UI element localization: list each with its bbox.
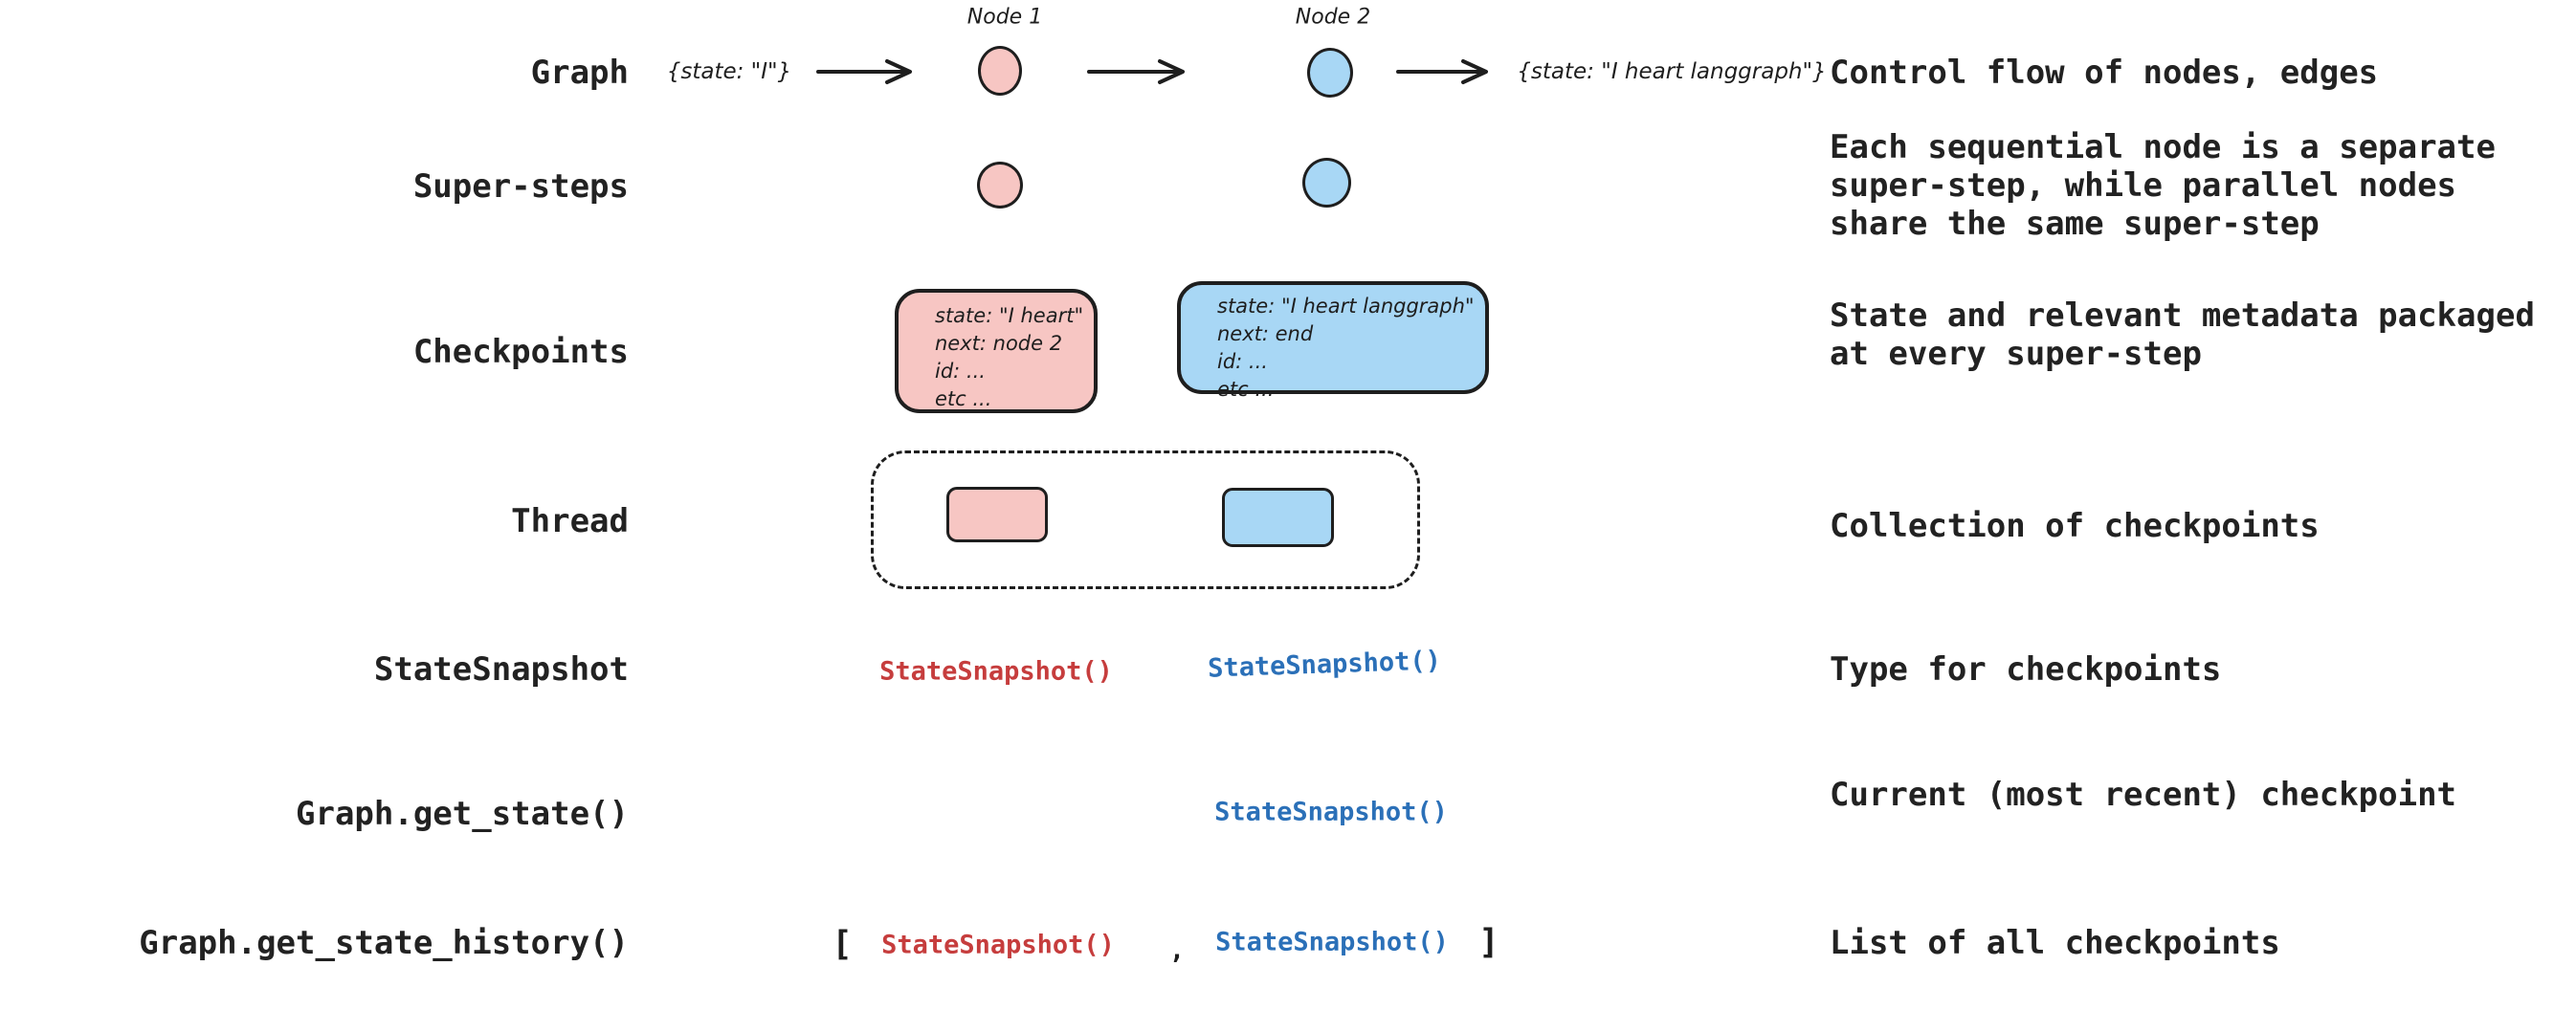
checkpoint-field: state: "I heart" (935, 304, 1084, 327)
checkpoints-description-line: at every super-step (1830, 335, 2202, 373)
close-bracket: ] (1478, 922, 1499, 962)
statesnapshot-description: Type for checkpoints (1830, 650, 2222, 689)
row-label-statesnapshot: StateSnapshot (373, 650, 629, 689)
checkpoint-field: next: end (1217, 322, 1314, 345)
pink-checkpoint-box: state: "I heart" next: node 2 id: ... et… (895, 289, 1098, 413)
checkpoint-field: etc ... (935, 387, 992, 410)
node1-circle (978, 46, 1022, 96)
row-label-get-state: Graph.get_state() (296, 795, 629, 833)
flow-arrow-icon (1396, 59, 1488, 84)
row-label-checkpoints: Checkpoints (412, 333, 629, 371)
open-bracket: [ (832, 924, 853, 964)
superstep2-circle (1302, 158, 1351, 208)
checkpoint-field: state: "I heart langgraph" (1217, 295, 1475, 318)
checkpoint-field: id: ... (1217, 350, 1268, 373)
flow-arrow-icon (816, 59, 912, 84)
checkpoints-description-line: State and relevant metadata packaged (1830, 296, 2535, 335)
statesnapshot-red-code: StateSnapshot() (879, 656, 1113, 687)
thread-description: Collection of checkpoints (1830, 507, 2320, 545)
row-label-graph: Graph (530, 54, 629, 92)
node2-circle (1307, 48, 1353, 98)
node2-label: Node 2 (1295, 5, 1371, 30)
statesnapshot-blue-code: StateSnapshot() (1207, 646, 1442, 684)
checkpoint-field: etc ... (1217, 378, 1275, 401)
get-state-description: Current (most recent) checkpoint (1830, 776, 2457, 814)
supersteps-description-line: super-step, while parallel nodes (1830, 166, 2457, 205)
checkpoints-description: State and relevant metadata packaged at … (1830, 296, 2535, 373)
checkpoint-field: next: node 2 (935, 332, 1063, 355)
get-state-history-description: List of all checkpoints (1830, 924, 2280, 962)
output-state-annotation: {state: "I heart langgraph"} (1517, 59, 1827, 84)
get-state-code: StateSnapshot() (1214, 797, 1448, 827)
row-label-get-state-history: Graph.get_state_history() (139, 924, 629, 962)
graph-description: Control flow of nodes, edges (1830, 54, 2379, 92)
history-blue-code: StateSnapshot() (1215, 927, 1449, 957)
thread-blue-checkpoint (1222, 488, 1334, 547)
row-label-supersteps: Super-steps (412, 167, 629, 206)
superstep1-circle (977, 162, 1023, 209)
thread-pink-checkpoint (946, 487, 1048, 542)
checkpoint-field: id: ... (935, 360, 986, 383)
supersteps-description-line: Each sequential node is a separate (1830, 128, 2496, 166)
input-state-annotation: {state: "I"} (666, 59, 792, 84)
supersteps-description-line: share the same super-step (1830, 205, 2320, 243)
thread-container-box (871, 450, 1420, 589)
row-label-thread: Thread (511, 502, 629, 540)
supersteps-description: Each sequential node is a separate super… (1830, 128, 2496, 243)
history-red-code: StateSnapshot() (881, 930, 1115, 960)
flow-arrow-icon (1087, 59, 1185, 84)
blue-checkpoint-box: state: "I heart langgraph" next: end id:… (1177, 281, 1489, 401)
node1-label: Node 1 (966, 5, 1043, 30)
comma-separator: , (1168, 935, 1186, 966)
